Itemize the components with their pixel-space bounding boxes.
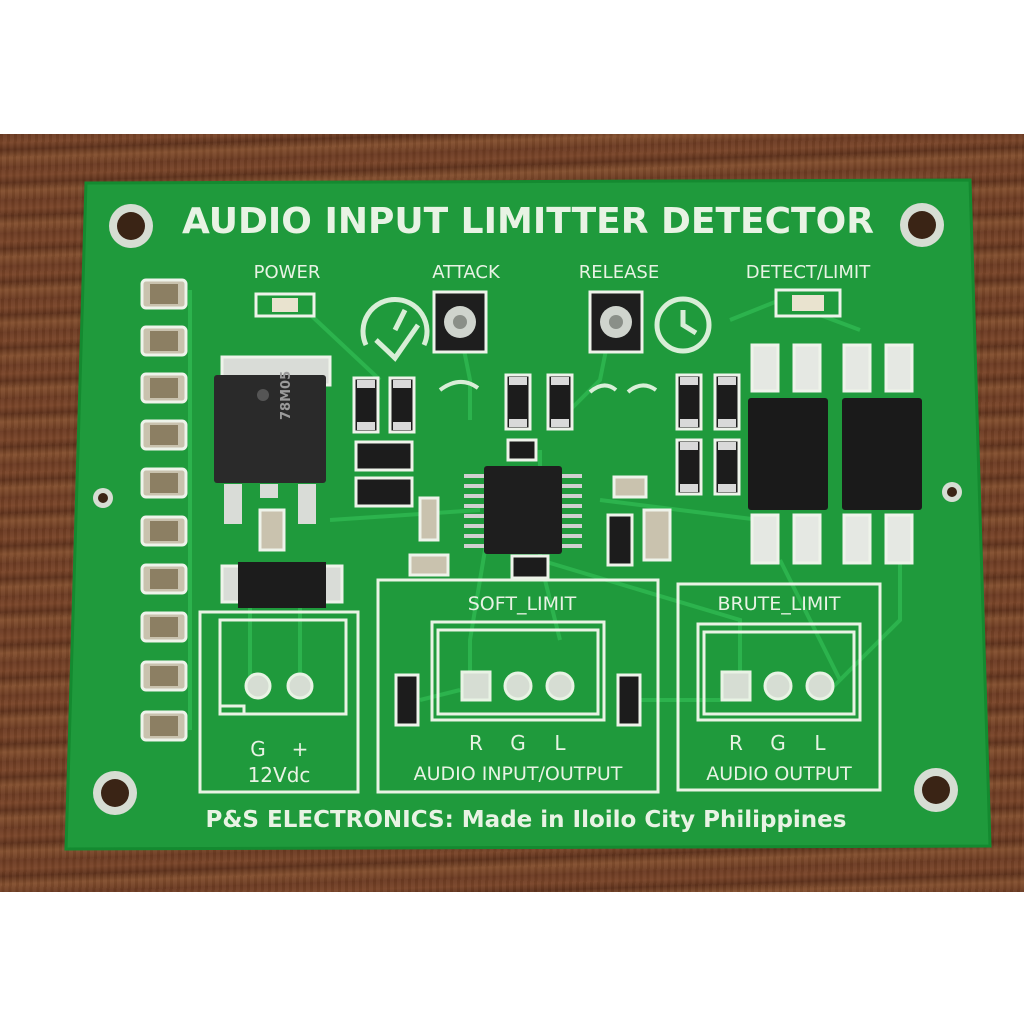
detect-limit-label: DETECT/LIMIT <box>746 262 871 283</box>
attack-trimmer-pot <box>432 290 488 354</box>
board-title: AUDIO INPUT LIMITTER DETECTOR <box>182 201 874 242</box>
direction-arrows <box>438 380 658 394</box>
voltage-regulator: 78M05 <box>214 355 332 524</box>
soft-limit-connector <box>376 578 660 794</box>
release-label: RELEASE <box>579 262 659 283</box>
regulator-caps <box>258 496 450 577</box>
footer-text: P&S ELECTRONICS: Made in Iloilo City Phi… <box>206 807 847 833</box>
diode <box>220 562 344 608</box>
voltage-label: 12Vdc <box>248 763 311 787</box>
soft-g-label: G <box>510 731 526 755</box>
brute-caption: AUDIO OUTPUT <box>706 763 852 785</box>
brute-g-label: G <box>770 731 786 755</box>
capacitor-column <box>140 278 188 742</box>
release-trimmer-pot <box>588 290 644 354</box>
power-led <box>254 292 316 318</box>
brute-r-label: R <box>729 731 743 755</box>
optocoupler-1 <box>748 343 828 565</box>
regulator-marking: 78M05 <box>279 371 294 420</box>
power-plus-label: + <box>292 737 309 761</box>
clock-icon <box>654 296 712 354</box>
optocoupler-2 <box>842 343 922 565</box>
soft-limit-label: SOFT_LIMIT <box>468 593 577 615</box>
mounting-holes <box>93 203 962 815</box>
power-label: POWER <box>254 262 321 283</box>
brute-limit-label: BRUTE_LIMIT <box>717 593 840 615</box>
brute-limit-connector <box>676 582 882 792</box>
main-ic <box>464 438 582 580</box>
brute-l-label: L <box>814 731 826 755</box>
detect-limit-led <box>774 288 842 318</box>
power-connector <box>198 610 360 794</box>
soft-r-label: R <box>469 731 483 755</box>
soft-l-label: L <box>554 731 566 755</box>
gauge-icon <box>360 296 430 362</box>
power-ground-label: G <box>250 737 266 761</box>
soft-caption: AUDIO INPUT/OUTPUT <box>414 763 623 785</box>
attack-label: ATTACK <box>432 262 501 283</box>
resistors <box>352 373 741 727</box>
